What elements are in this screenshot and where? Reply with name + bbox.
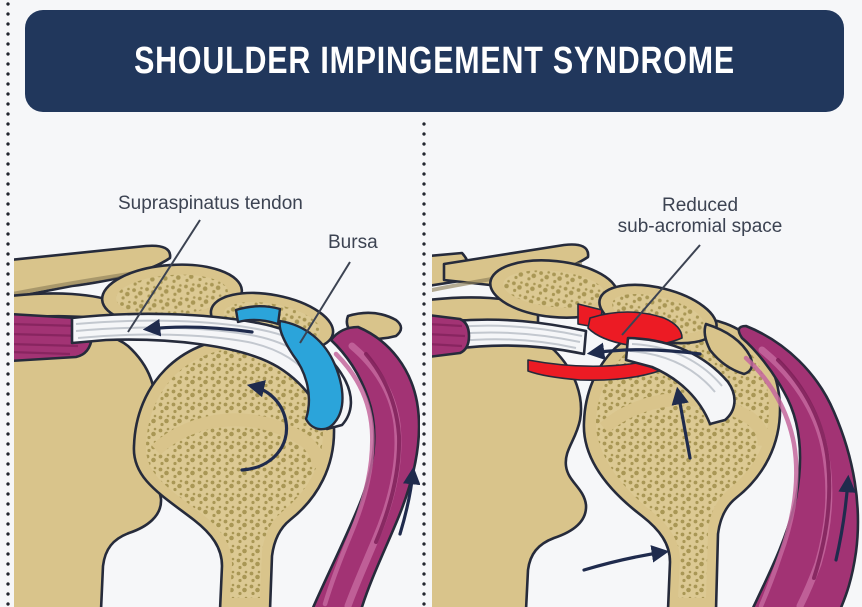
right-shoulder-illustration: [432, 243, 860, 607]
acromion-bone: [488, 259, 754, 376]
label-bursa: Bursa: [328, 232, 378, 253]
left-dotted-border: [6, 2, 10, 607]
left-shoulder-illustration: [14, 219, 420, 607]
label-reduced-subacromial-space: Reduced sub-acromial space: [588, 195, 812, 238]
title-banner: SHOULDER IMPINGEMENT SYNDROME: [25, 10, 844, 112]
supraspinatus-muscle: [432, 314, 471, 358]
label-pointer-lines: [127, 219, 351, 344]
motion-arrows: [142, 318, 420, 536]
label-reduced-line1: Reduced: [661, 195, 739, 216]
motion-arrows: [582, 342, 856, 572]
bursa-sac: [234, 305, 344, 431]
supraspinatus-tendon: [452, 318, 736, 426]
label-reduced-line2: sub-acromial space: [617, 215, 783, 237]
humerus-bone: [132, 336, 336, 607]
deltoid-muscle: [311, 325, 420, 607]
panel-divider: [422, 122, 426, 607]
deltoid-muscle: [737, 324, 860, 607]
label-supraspinatus-tendon: Supraspinatus tendon: [118, 193, 303, 214]
page-title: SHOULDER IMPINGEMENT SYNDROME: [134, 39, 735, 82]
label-pointer-lines: [621, 244, 701, 336]
